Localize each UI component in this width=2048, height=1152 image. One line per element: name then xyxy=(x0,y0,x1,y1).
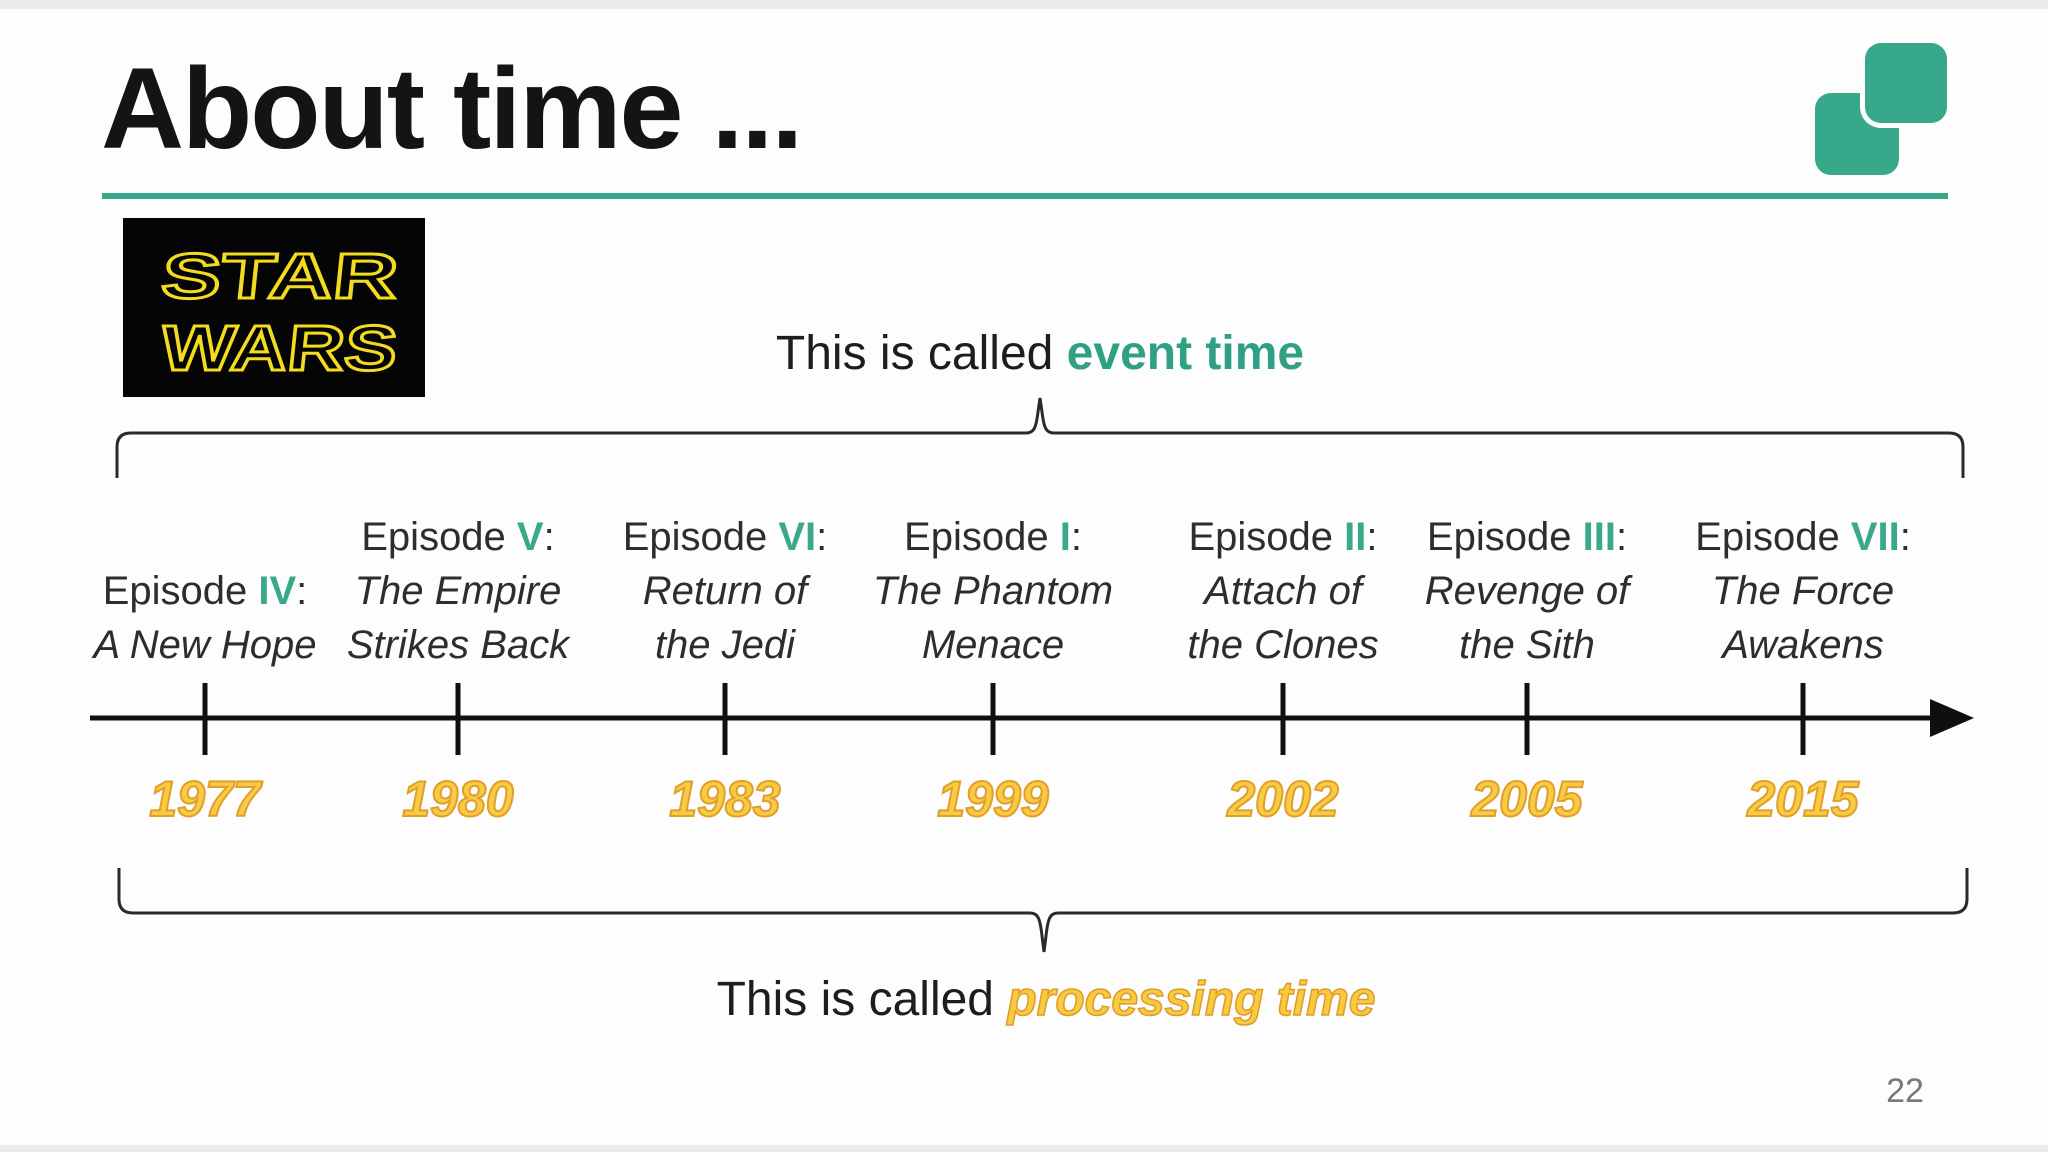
episode-title-line: Awakens xyxy=(1722,623,1884,667)
episode-numeral: VII xyxy=(1850,515,1900,559)
episode-title-line: A New Hope xyxy=(93,623,317,667)
episode-heading: Episode V: xyxy=(361,515,555,559)
episode-title-line: The Force xyxy=(1711,569,1895,613)
year-label: 2015 xyxy=(1746,770,1859,828)
episode-label: Episode II: Attach of the Clones xyxy=(1123,510,1443,672)
star-wars-logo: STAR WARS xyxy=(123,218,425,397)
processing-time-brace xyxy=(117,868,1969,953)
year-label: 2002 xyxy=(1226,770,1339,828)
episode-label: Episode VI: Return of the Jedi xyxy=(565,510,885,672)
bottom-edge-strip xyxy=(0,1145,2048,1152)
year-label: 2005 xyxy=(1470,770,1583,828)
episode-title-line: The Phantom xyxy=(872,569,1114,613)
processing-time-callout: This is called processing time xyxy=(716,972,1377,1027)
episode-heading: Episode III: xyxy=(1426,515,1628,559)
episode-title-line: Revenge of xyxy=(1424,569,1630,613)
processing-time-prefix: This is called xyxy=(716,973,1008,1026)
episode-title-line: Strikes Back xyxy=(346,623,570,667)
event-time-callout: This is called event time xyxy=(776,326,1304,381)
episode-title-line: the Sith xyxy=(1459,623,1595,667)
episode-numeral: IV xyxy=(258,569,297,613)
episode-title-line: Attach of xyxy=(1204,569,1362,613)
year-label: 1983 xyxy=(668,770,781,828)
episode-numeral: II xyxy=(1344,515,1367,559)
logo-text-wars: WARS xyxy=(158,312,402,384)
year-label: 1980 xyxy=(401,770,514,828)
episode-heading: Episode I: xyxy=(904,515,1082,559)
timeline-arrowhead xyxy=(1930,699,1974,737)
event-time-highlight: event time xyxy=(1066,327,1305,380)
year-label: 1999 xyxy=(936,770,1049,828)
episode-numeral: I xyxy=(1059,515,1071,559)
episode-heading: Episode II: xyxy=(1188,515,1378,559)
page-number: 22 xyxy=(1886,1072,1924,1110)
episode-title-line: the Jedi xyxy=(654,623,796,667)
event-time-prefix: This is called xyxy=(775,327,1067,380)
page-title: About time ... xyxy=(101,45,803,173)
processing-time-highlight: processing time xyxy=(1007,972,1377,1027)
episode-numeral: III xyxy=(1582,515,1616,559)
episode-title-line: Return of xyxy=(642,569,808,613)
logo-text-star: STAR xyxy=(158,240,402,312)
episode-heading: Episode VI: xyxy=(622,515,828,559)
episode-label: Episode III: Revenge of the Sith xyxy=(1367,510,1687,672)
year-label: 1977 xyxy=(148,770,261,828)
episode-title-line: Menace xyxy=(921,623,1065,667)
title-underline xyxy=(102,193,1948,199)
episode-label: Episode IV: A New Hope xyxy=(45,564,365,672)
episode-numeral: VI xyxy=(778,515,817,559)
episode-numeral: V xyxy=(516,515,544,559)
episode-title-line: The Empire xyxy=(354,569,562,613)
logo-background xyxy=(123,218,425,397)
top-edge-strip xyxy=(0,0,2048,9)
episode-title-line: the Clones xyxy=(1187,623,1379,667)
episode-heading: Episode VII: xyxy=(1695,515,1911,559)
episode-heading: Episode IV: xyxy=(102,569,308,613)
brand-square-large xyxy=(1865,43,1947,123)
event-time-brace xyxy=(115,397,1965,478)
